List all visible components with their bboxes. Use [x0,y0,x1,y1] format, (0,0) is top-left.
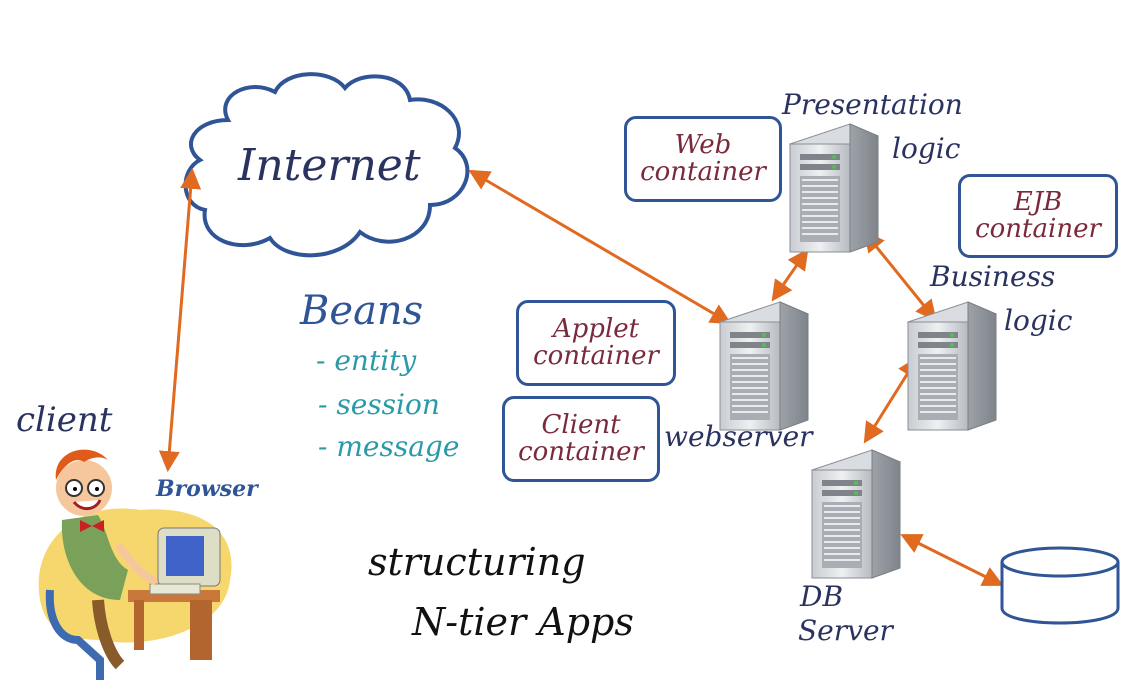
client-container-line1: Client [541,409,621,440]
title-line2: N-tier Apps [412,600,634,644]
browser-label: Browser [156,476,258,502]
ejb-container-box: EJB container [958,174,1118,258]
presentation-logic-label-line2: logic [892,132,961,165]
business-server-icon [907,301,997,431]
web-container-box: Web container [624,116,782,202]
ejb-container-line2: container [975,214,1101,244]
presentation-logic-label-line1: Presentation [782,88,963,121]
business-logic-label-line1: Business [930,260,1056,293]
arrow-presentation-business [863,230,937,322]
applet-container-line1: Applet [552,313,640,344]
client-person-icon [38,449,232,680]
ejb-container-line1: EJB [1013,186,1063,217]
web-container-line2: container [640,157,766,187]
web-server-icon [719,301,809,431]
arrow-db-database [900,534,1004,586]
client-container-line2: container [518,437,644,467]
client-container-box: Client container [502,396,660,482]
presentation-server-icon [789,123,879,253]
client-label: client [16,400,113,440]
internet-label: Internet [238,140,421,191]
web-container-line1: Web [674,129,732,160]
db-server-label-line2: Server [798,614,893,647]
applet-container-box: Applet container [516,300,676,386]
title-line1: structuring [368,540,586,584]
webserver-label: webserver [664,420,813,453]
applet-container-line2: container [533,341,659,371]
beans-item-entity: - entity [316,344,417,377]
db-server-label-line1: DB [800,580,844,613]
database-icon [1000,546,1120,625]
business-logic-label-line2: logic [1004,304,1073,337]
beans-item-message: - message [318,430,460,463]
arrow-internet-webserver [468,169,732,325]
beans-item-session: - session [318,388,440,421]
db-server-icon [811,449,901,579]
beans-heading: Beans [300,288,424,334]
arrow-webserver-presentation [771,248,809,302]
arrow-client-internet [158,167,202,473]
